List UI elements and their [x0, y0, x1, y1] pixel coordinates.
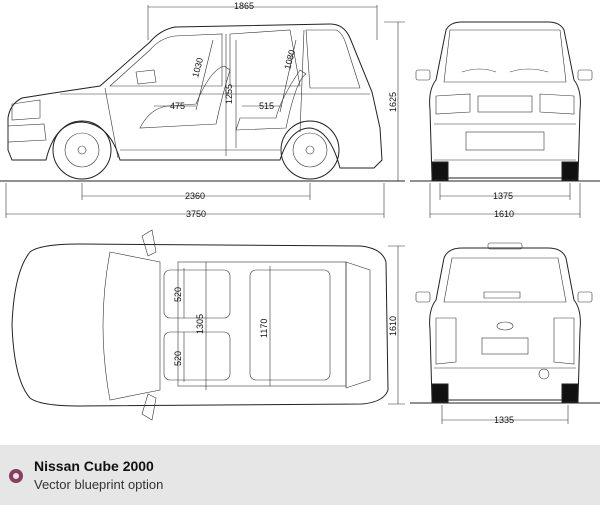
rear-body-outline: [429, 247, 581, 401]
dim-wheelbase: 2360: [185, 191, 205, 201]
dim-front-width: 1610: [494, 209, 514, 219]
front-left-mirror: [415, 69, 431, 81]
front-headlight-left: [435, 93, 471, 115]
dim-height: 1625: [388, 92, 398, 112]
top-right-mirror: [141, 393, 157, 421]
rear-door-window: [229, 29, 301, 87]
front-view: 1375 1610: [410, 21, 600, 219]
front-right-mirror: [577, 69, 593, 81]
dim-rear-headroom: 1080: [282, 49, 297, 71]
dim-front-headroom: 1030: [190, 57, 205, 79]
dim-seat-front: 520: [173, 287, 183, 302]
front-right-tire: [561, 161, 579, 181]
dim-length: 3750: [186, 209, 206, 219]
wipers: [461, 68, 549, 73]
blueprint-canvas: 1865 1030 1080 1255 475 515 1625 2360 37…: [0, 1, 600, 425]
rear-lamp-left: [435, 317, 457, 365]
caption-title: Nissan Cube 2000: [34, 458, 154, 474]
front-window: [109, 33, 223, 87]
dim-interior-height: 1255: [224, 84, 234, 104]
top-view: 520 520 1305 1170 1610: [11, 229, 405, 421]
dim-front-track: 1375: [493, 191, 513, 201]
dim-front-seat: 475: [170, 101, 185, 111]
rear-view: 1335: [410, 242, 600, 425]
quarter-window: [305, 29, 361, 89]
dim-roof-length: 1865: [234, 1, 254, 11]
top-left-mirror: [141, 229, 157, 257]
side-view: 1865 1030 1080 1255 475 515 1625 2360 37…: [0, 1, 405, 219]
front-left-tire: [431, 161, 449, 181]
dim-interior-width: 1170: [259, 319, 269, 338]
caption-bar: Nissan Cube 2000 Vector blueprint option: [0, 445, 600, 505]
front-headlight-right: [539, 93, 575, 115]
rear-right-mirror: [577, 291, 593, 303]
headlight: [11, 99, 41, 121]
dim-rear-track: 1335: [494, 415, 514, 425]
side-body-outline: [7, 23, 383, 169]
rear-left-mirror: [415, 291, 431, 303]
front-wheel: [52, 120, 112, 180]
bullet-icon: [9, 469, 23, 483]
top-body-outline: [11, 243, 389, 407]
front-body-outline: [429, 21, 581, 179]
rear-lamp-right: [553, 317, 575, 365]
rear-wheel: [280, 120, 340, 180]
rear-right-tire: [561, 383, 579, 403]
rear-wiper: [483, 291, 521, 299]
side-mirror: [135, 69, 157, 85]
caption-subtitle: Vector blueprint option: [34, 477, 164, 492]
windshield: [443, 29, 567, 83]
dim-cabin-width: 1305: [195, 314, 205, 334]
dim-seat-rear: 520: [173, 351, 183, 366]
rear-window: [443, 257, 567, 303]
dim-rear-seat: 515: [259, 101, 274, 111]
top-windshield: [102, 251, 161, 401]
dim-top-width: 1610: [388, 316, 398, 336]
rear-left-tire: [431, 383, 449, 403]
